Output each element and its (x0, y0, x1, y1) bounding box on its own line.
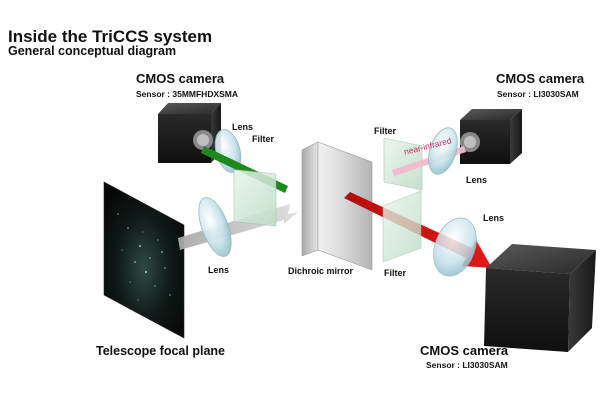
lens-label-top-right: Lens (466, 175, 488, 185)
lens-label-main: Lens (208, 265, 230, 275)
lens-label-right: Lens (483, 213, 505, 223)
camera-label-bottom-right: CMOS camera (420, 343, 509, 358)
sensor-label-top-left: Sensor : 35MMFHDXSMA (136, 89, 239, 99)
filter-label-bottom: Filter (384, 268, 407, 278)
camera-label-top-right: CMOS camera (496, 71, 585, 86)
lens-icon (433, 217, 477, 277)
mirror-icon (301, 141, 373, 271)
camera-icon (460, 109, 522, 164)
filter-label-top-left: Filter (252, 134, 275, 144)
lens-icon (428, 127, 458, 175)
page-subtitle: General conceptual diagram (8, 44, 177, 58)
telescope-focal-plane-label: Telescope focal plane (96, 344, 225, 358)
filter-icon (233, 169, 277, 227)
page-title: Inside the TriCCS system (8, 27, 213, 46)
lens-icon (198, 197, 232, 257)
filter-icon (382, 190, 422, 263)
camera-icon (484, 244, 596, 352)
focal-plane-icon (103, 181, 185, 339)
camera-label-top-left: CMOS camera (136, 71, 225, 86)
lens-label-top-left: Lens (232, 122, 254, 132)
sensor-label-top-right: Sensor : LI3030SAM (497, 89, 579, 99)
filter-icon (383, 137, 423, 191)
dichroic-mirror-label: Dichroic mirror (288, 266, 354, 276)
sensor-label-bottom-right: Sensor : LI3030SAM (426, 360, 508, 370)
filter-label-top-right: Filter (374, 126, 397, 136)
